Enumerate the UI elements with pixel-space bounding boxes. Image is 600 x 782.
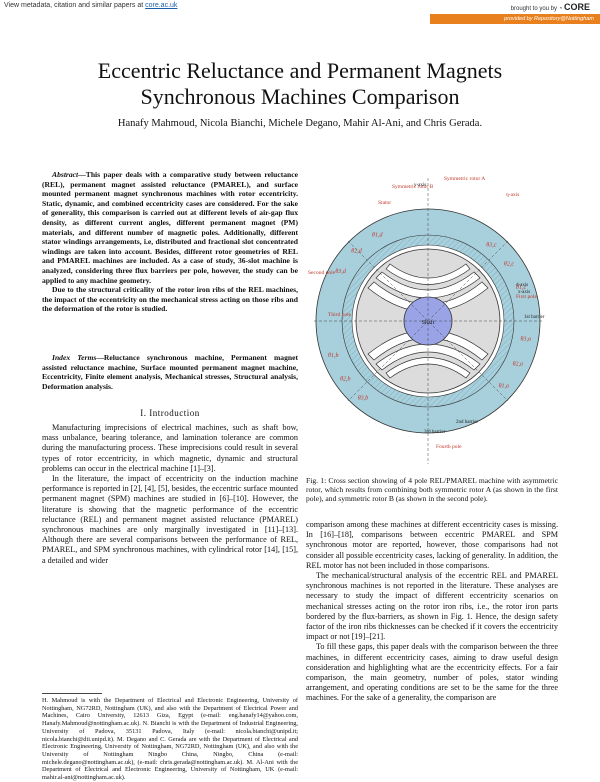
angle-label: θ3,b (358, 396, 368, 402)
angle-label: θ2,a (513, 361, 523, 367)
angle-labels: θ1,b θ2,b θ3,b θ1,a θ2,a θ3,a θ1,c θ2,c θ3,c θ1,d… (328, 232, 531, 401)
machine-cross-section-diagram: Shaft Symmetric rotor A Symmetric rotor … (308, 176, 545, 464)
core-logo: CORE (563, 2, 590, 12)
right-paragraph-3: To fill these gaps, this paper deals wit… (306, 642, 558, 703)
angle-label: θ1,a (499, 383, 509, 389)
intro-paragraph-2: In the literature, the impact of eccentr… (42, 474, 298, 565)
repository-provider-bar[interactable]: provided by Repository@Nottingham (430, 14, 600, 24)
label-d-axis: d-axis (516, 283, 528, 288)
index-terms-label: Index Terms (52, 353, 97, 362)
angle-label: θ3,a (521, 336, 531, 342)
label-y-axis: y-axis (414, 183, 426, 188)
section-heading-introduction: I. Introduction (140, 408, 200, 418)
introduction-text: Manufacturing imprecisions of electrical… (42, 423, 298, 566)
label-stator: Stator (378, 200, 391, 206)
abstract: Abstract—This paper deals with a compara… (42, 170, 298, 314)
label-x-axis: x-axis (518, 290, 530, 295)
flux-barriers (367, 263, 489, 379)
angle-label: θ2,d (351, 248, 362, 254)
title-line-2: Synchronous Machines Comparison (140, 84, 460, 109)
paper-title: Eccentric Reluctance and Permanent Magne… (0, 58, 600, 110)
abstract-text: —This paper deals with a comparative stu… (42, 170, 298, 285)
core-banner: View metadata, citation and similar pape… (0, 0, 600, 26)
d-axis-line (347, 240, 509, 402)
index-terms: Index Terms—Reluctance synchronous machi… (42, 353, 298, 391)
author-list: Hanafy Mahmoud, Nicola Bianchi, Michele … (117, 118, 483, 129)
angle-label: θ3,d (335, 269, 346, 275)
abstract-text-2: Due to the structural criticality of the… (42, 285, 298, 314)
right-paragraph-1: comparison among these machines at diffe… (306, 520, 558, 570)
angle-label: θ1,c (516, 285, 526, 291)
q-axis-line (347, 240, 509, 402)
angle-label: θ1,d (372, 232, 383, 238)
label-barrier-1: 1st barrier (524, 315, 545, 320)
figure-1-caption: Fig. 1: Cross section showing of 4 pole … (306, 476, 558, 504)
right-column-text: comparison among these machines at diffe… (306, 520, 558, 704)
core-brand[interactable]: brought to you by ◔ CORE (510, 2, 590, 12)
abstract-label: Abstract (52, 170, 79, 179)
label-second-pole: Second pole (308, 270, 336, 276)
angle-label: θ2,b (340, 376, 350, 382)
angle-label: θ3,c (486, 242, 496, 248)
label-fourth-pole: Fourth pole (436, 444, 462, 450)
angle-label: θ1,b (328, 353, 338, 359)
label-first-pole: First pole (516, 294, 537, 300)
label-third-pole: Third pole (328, 312, 352, 318)
core-metadata-link-text[interactable]: View metadata, citation and similar pape… (4, 2, 178, 9)
right-paragraph-2: The mechanical/structural analysis of th… (306, 571, 558, 642)
shaft-label: Shaft (422, 319, 435, 326)
angle-label: θ2,c (504, 262, 514, 268)
footnote-divider (42, 693, 102, 694)
core-logo-icon: ◔ (558, 6, 563, 12)
intro-paragraph-1: Manufacturing imprecisions of electrical… (42, 423, 298, 473)
title-line-1: Eccentric Reluctance and Permanent Magne… (97, 58, 503, 83)
core-link[interactable]: core.ac.uk (145, 2, 178, 9)
author-affiliation-footnote: H. Mahmoud is with the Department of Ele… (42, 697, 298, 782)
index-terms-text: —Reluctance synchronous machine, Permane… (42, 353, 298, 391)
label-symmetric-a: Symmetric rotor A (444, 176, 485, 182)
label-barrier-3: 3rd barrier (424, 430, 446, 435)
label-q-axis: q-axis (506, 192, 519, 198)
label-barrier-2: 2nd barrier (456, 420, 478, 425)
label-symmetric-b: Symmetric rotor B (392, 184, 434, 190)
figure-1-machine-cross-section: Shaft Symmetric rotor A Symmetric rotor … (306, 168, 558, 468)
